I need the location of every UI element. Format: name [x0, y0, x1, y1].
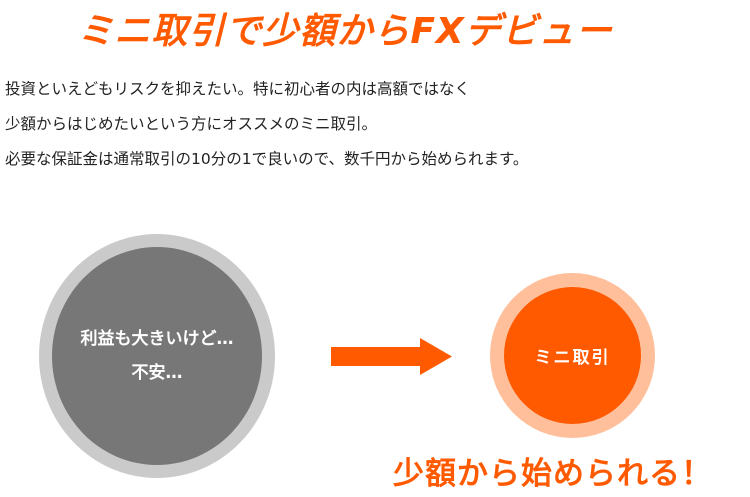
before-circle: 利益も大きいけど… 不安…: [52, 247, 262, 465]
after-circle: ミニ取引: [504, 287, 641, 424]
description-line: 必要な保証金は通常取引の10分の1で良いので、数千円から始められます。: [5, 150, 529, 168]
description: 投資といえどもリスクを抑えたい。特に初心者の内は高額ではなく 少額からはじめたい…: [5, 72, 528, 177]
page-title: ミニ取引で少額からFXデビュー: [77, 11, 613, 52]
after-circle-label: ミニ取引: [534, 348, 611, 368]
description-line: 投資といえどもリスクを抑えたい。特に初心者の内は高額ではなく: [5, 80, 471, 98]
tagline: 少額から始められる！: [393, 456, 713, 492]
description-line: 少額からはじめたいという方にオススメのミニ取引。: [5, 115, 378, 133]
before-circle-line2: 不安…: [131, 363, 183, 383]
arrow-right-icon: [331, 338, 452, 375]
before-circle-line1: 利益も大きいけど…: [80, 329, 234, 349]
